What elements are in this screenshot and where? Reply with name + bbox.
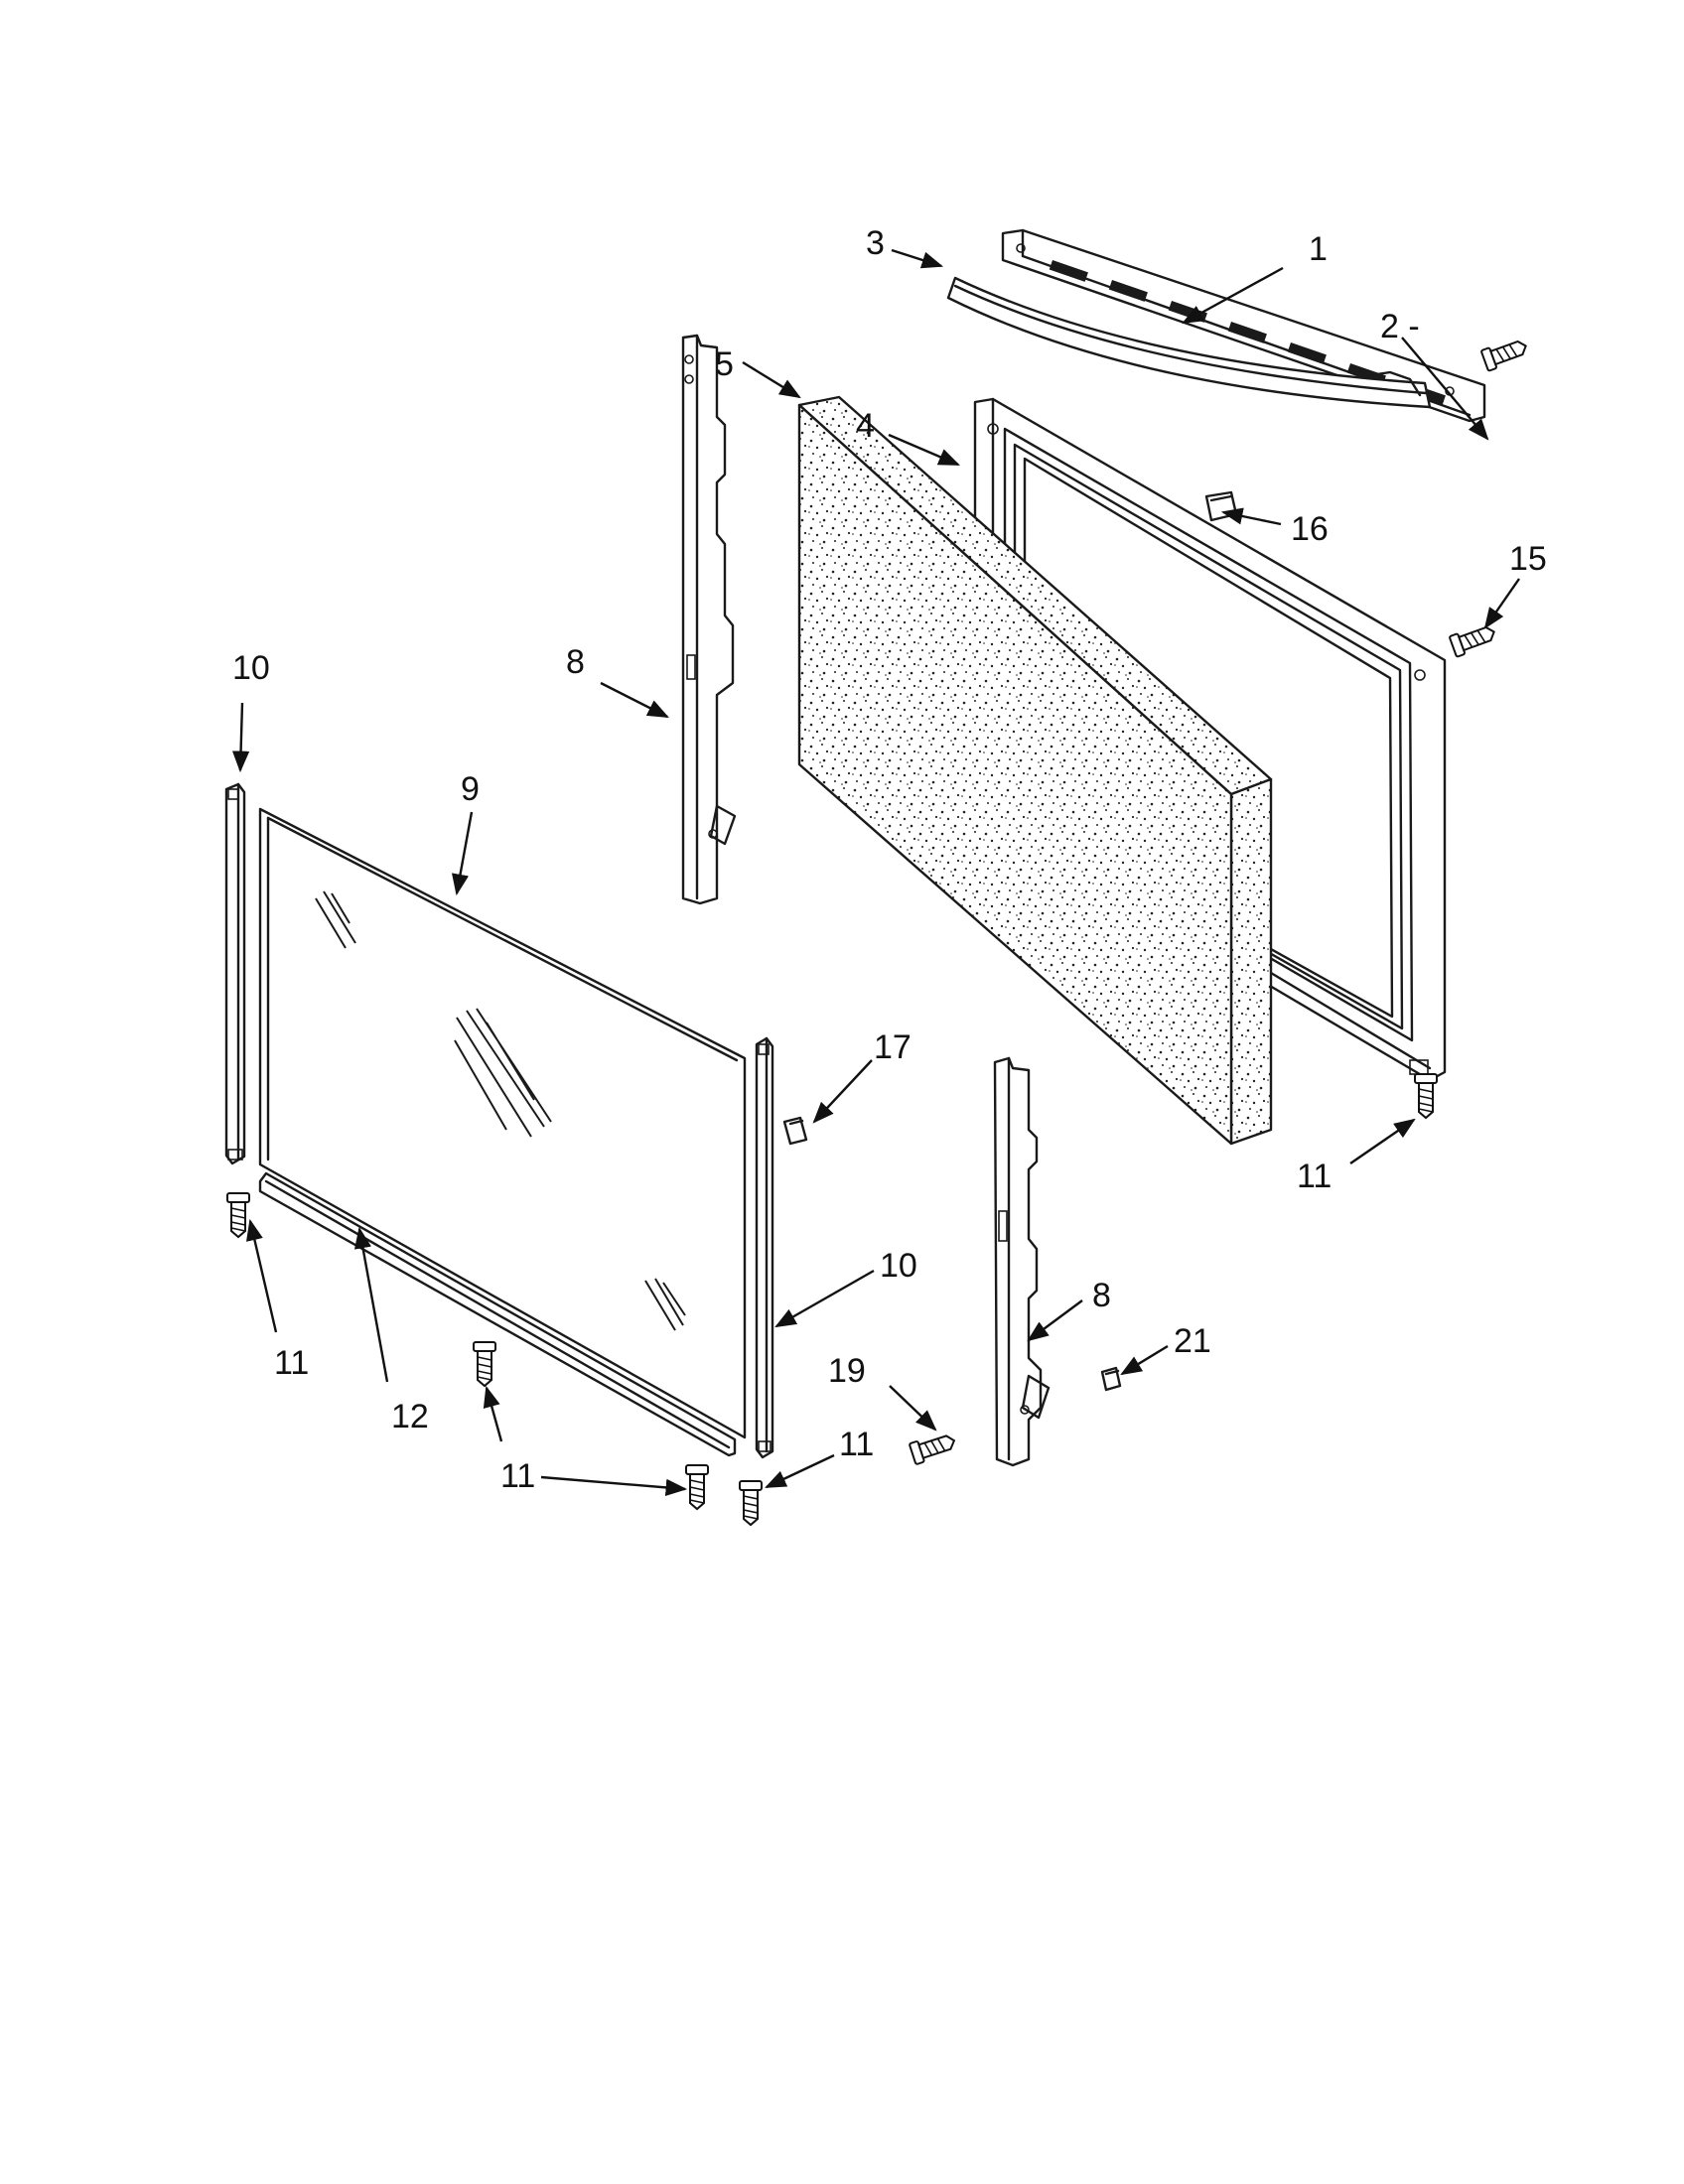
callout-11-mid: 11 — [500, 1457, 535, 1495]
callout-10-right: 10 — [880, 1247, 917, 1285]
leader-lines — [231, 248, 1520, 1497]
callout-12: 12 — [391, 1398, 429, 1435]
callout-16: 16 — [1291, 510, 1329, 548]
callout-21: 21 — [1174, 1322, 1211, 1360]
callout-8-right: 8 — [1092, 1277, 1111, 1314]
callout-11-left: 11 — [274, 1344, 309, 1382]
side-trim-part-10-left — [224, 782, 246, 1165]
callout-10-left: 10 — [232, 649, 270, 687]
bottom-trim-part-12 — [258, 1171, 737, 1457]
screw-part-11-bottom-a — [685, 1464, 709, 1510]
callout-17: 17 — [874, 1028, 912, 1066]
callout-labels: 1 2 - 3 4 5 16 15 8 10 9 17 11 10 8 21 1… — [232, 224, 1547, 1495]
door-handle-part-3 — [946, 276, 1432, 409]
hinge-bracket-part-8-left — [681, 334, 737, 905]
callout-8-left: 8 — [566, 643, 585, 681]
callout-5: 5 — [715, 345, 734, 383]
outer-glass-part-9 — [258, 807, 747, 1439]
hinge-bracket-part-8-right — [993, 1056, 1051, 1467]
side-trim-part-10-right — [755, 1036, 774, 1459]
screw-part-15 — [1448, 620, 1499, 658]
screw-part-19 — [908, 1429, 959, 1466]
callout-3: 3 — [866, 224, 885, 262]
glass-reflection-marks — [315, 890, 686, 1331]
callout-4: 4 — [856, 407, 875, 445]
clip-part-21 — [1100, 1366, 1122, 1392]
callout-11-right-panel: 11 — [1297, 1158, 1332, 1195]
callout-2: 2 - — [1380, 308, 1420, 345]
insert-part-16 — [1204, 490, 1238, 522]
screw-part-11-right-panel — [1414, 1073, 1438, 1119]
callout-11-bottom-b: 11 — [839, 1426, 874, 1463]
callout-9: 9 — [461, 770, 480, 808]
callout-19: 19 — [828, 1352, 866, 1390]
screw-part-2 — [1479, 335, 1531, 372]
screw-part-11-mid — [473, 1341, 496, 1387]
screw-part-11-bottom-b — [739, 1480, 763, 1526]
callout-15: 15 — [1509, 540, 1547, 578]
insulation-part-5 — [797, 395, 1273, 1146]
clip-part-17 — [782, 1116, 808, 1146]
screw-part-11-left — [226, 1192, 250, 1238]
callout-1: 1 — [1309, 230, 1328, 268]
